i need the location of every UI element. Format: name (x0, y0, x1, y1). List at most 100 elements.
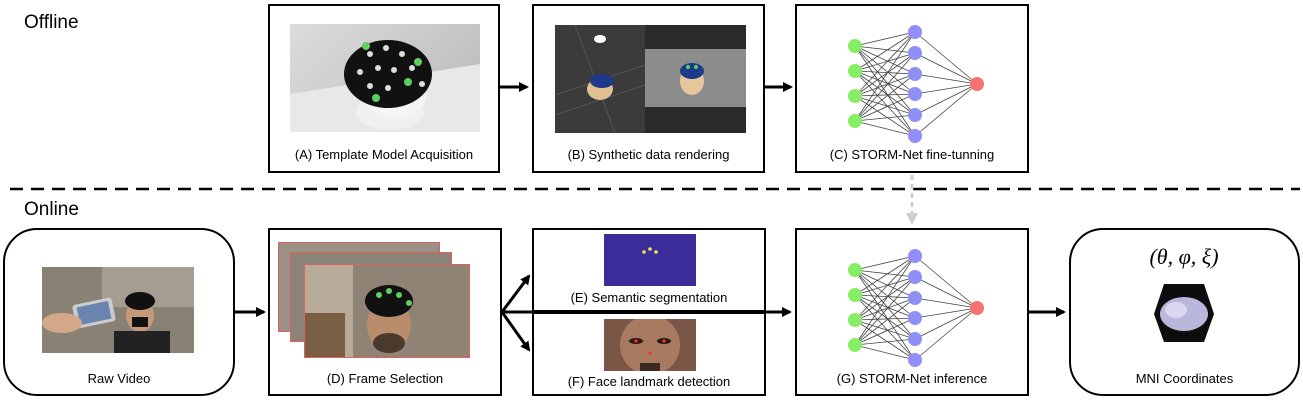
network-connection (854, 31, 916, 72)
input-node (848, 89, 862, 103)
network-connection (854, 114, 916, 122)
network-connection (854, 45, 916, 137)
network-connection (854, 294, 916, 361)
selected-frame (304, 264, 470, 358)
network-connection (854, 31, 916, 97)
step-f-box: (F) Face landmark detection (532, 312, 766, 396)
network-connection (854, 317, 916, 321)
online-section-label: Online (24, 199, 79, 220)
network-connection (854, 255, 916, 346)
offline-section-label: Offline (24, 12, 79, 33)
network-connection (854, 73, 916, 122)
network-connection (854, 93, 916, 97)
network-connection (854, 93, 916, 122)
network-connection (854, 317, 916, 346)
step-g-caption: (G) STORM-Net inference (836, 371, 988, 386)
hidden-node (908, 311, 922, 325)
network-connection (854, 45, 916, 54)
network-connection (854, 297, 916, 346)
arrow-d-to-e (500, 274, 531, 313)
network-connection (914, 73, 978, 85)
input-node (848, 338, 862, 352)
network-connection (854, 276, 916, 346)
inference-network (848, 249, 984, 367)
hidden-node (908, 108, 922, 122)
brain-render-shade (1165, 302, 1187, 318)
mni-illustration: (θ, φ, ξ) (1149, 244, 1219, 342)
network-connection (854, 276, 916, 321)
step-c-box: (C) STORM-Net fine-tunning (795, 4, 1029, 173)
network-connection (854, 52, 916, 97)
input-node (848, 64, 862, 78)
network-connection (854, 52, 916, 122)
network-connection (914, 83, 978, 137)
network-connection (854, 70, 916, 137)
hidden-node (908, 67, 922, 81)
network-connection (854, 73, 916, 97)
output-node (970, 301, 984, 315)
raw-video-box: Raw Video (3, 228, 235, 396)
mni-caption: MNI Coordinates (1135, 371, 1234, 386)
network-connection (854, 338, 916, 346)
network-connection (914, 83, 978, 116)
network-connection (854, 269, 916, 278)
network-connection (854, 319, 916, 361)
step-d-caption: (D) Frame Selection (326, 371, 444, 386)
network-connection (854, 269, 916, 340)
hidden-node (908, 129, 922, 143)
hidden-node (908, 87, 922, 101)
hidden-node (908, 353, 922, 367)
mni-box: (θ, φ, ξ) MNI Coordinates (1069, 228, 1300, 396)
template-model-photo (290, 24, 480, 132)
synthetic-render-image (555, 25, 746, 133)
network-connection (854, 52, 916, 72)
input-node (848, 288, 862, 302)
step-c-caption: (C) STORM-Net fine-tunning (829, 147, 995, 162)
step-b-caption: (B) Synthetic data rendering (567, 147, 730, 162)
network-connection (854, 45, 916, 75)
step-f-caption: (F) Face landmark detection (567, 374, 731, 389)
network-connection (914, 83, 978, 95)
network-connection (854, 294, 916, 319)
network-connection (914, 255, 978, 309)
step-g-box: (G) STORM-Net inference (795, 228, 1029, 396)
network-connection (854, 269, 916, 319)
hidden-node (908, 46, 922, 60)
segmentation-mask (604, 234, 696, 286)
step-e-box: (E) Semantic segmentation (532, 228, 766, 312)
network-connection (914, 297, 978, 309)
network-connection (914, 276, 978, 309)
network-connection (914, 307, 978, 319)
fine-tuning-network (848, 25, 984, 143)
network-connection (854, 294, 916, 299)
network-connection (854, 255, 916, 296)
network-connection (854, 70, 916, 95)
output-node (970, 77, 984, 91)
input-node (848, 263, 862, 277)
network-connection (854, 297, 916, 321)
network-connection (854, 319, 916, 340)
hidden-node (908, 25, 922, 39)
network-connection (854, 276, 916, 296)
network-connection (854, 95, 916, 116)
hidden-node (908, 270, 922, 284)
step-d-box: (D) Frame Selection (268, 228, 502, 396)
input-node (848, 313, 862, 327)
raw-video-frame (42, 267, 194, 353)
network-connection (854, 70, 916, 116)
network-connection (854, 255, 916, 321)
output-formula: (θ, φ, ξ) (1149, 244, 1218, 269)
input-node (848, 39, 862, 53)
hidden-node (908, 291, 922, 305)
network-connection (854, 31, 916, 122)
network-connection (854, 120, 916, 137)
input-node (848, 114, 862, 128)
network-connection (854, 31, 916, 47)
network-connection (914, 307, 978, 361)
network-connection (854, 269, 916, 299)
network-connection (914, 52, 978, 85)
network-connection (854, 294, 916, 340)
step-b-box: (B) Synthetic data rendering (532, 4, 765, 173)
step-e-caption: (E) Semantic segmentation (570, 290, 728, 305)
